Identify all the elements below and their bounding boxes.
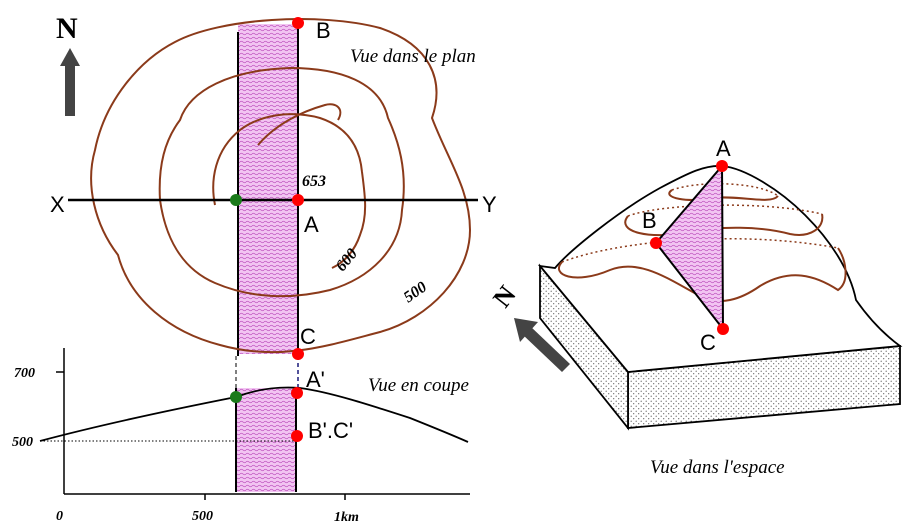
- point-a: [292, 194, 304, 206]
- label-c-3d: C: [700, 330, 716, 355]
- plan-title: Vue dans le plan: [350, 46, 476, 67]
- point-c-3d: [717, 323, 729, 335]
- contour-600: [158, 66, 405, 298]
- point-green-plan: [230, 194, 242, 206]
- plan-view: B A C X Y 653 600 500 Vue dans le plan N: [50, 12, 497, 395]
- x-tick-500: 500: [192, 509, 213, 522]
- triangle-abc: [654, 163, 725, 332]
- arrow-diagonal-icon-head: [514, 318, 538, 342]
- section-view: A' B'.C' Vue en coupe 700 500 0 500 1km: [12, 348, 470, 522]
- label-x: X: [50, 192, 65, 217]
- space-title: Vue dans l'espace: [650, 457, 785, 478]
- arrow-up-icon-head: [60, 48, 80, 66]
- label-a: A: [304, 212, 319, 237]
- section-title: Vue en coupe: [368, 375, 469, 396]
- contour-3d-ellipse-1: [671, 183, 779, 197]
- space-view: A B C Vue dans l'espace N: [487, 136, 903, 478]
- topographic-profile: [39, 386, 469, 443]
- point-a-3d: [716, 160, 728, 172]
- y-tick-500: 500: [12, 435, 33, 450]
- contour-500: [90, 18, 472, 354]
- y-tick-700: 700: [14, 366, 35, 381]
- point-green-section: [230, 391, 242, 403]
- point-a-prime: [291, 387, 303, 399]
- arrow-up-icon: [65, 64, 75, 116]
- point-b-3d: [650, 237, 662, 249]
- plan-outcrop-band: [238, 24, 298, 354]
- label-b-3d: B: [642, 208, 657, 233]
- x-tick-1km: 1km: [334, 510, 359, 522]
- north-label-3d: N: [487, 280, 522, 313]
- arrow-diagonal-icon: [522, 326, 570, 372]
- contour-653-top: [257, 103, 342, 146]
- contour-label-653: 653: [302, 173, 326, 190]
- x-tick-0: 0: [56, 509, 63, 522]
- section-band: [236, 388, 296, 492]
- label-b: B: [316, 18, 331, 43]
- contour-3d-solid-2: [624, 213, 824, 237]
- point-c: [292, 348, 304, 360]
- contour-653-inner: [212, 113, 367, 269]
- contour-label-600: 600: [333, 245, 361, 274]
- label-bc-prime: B'.C': [308, 418, 353, 443]
- north-label: N: [56, 12, 78, 45]
- point-bc-prime: [291, 430, 303, 442]
- north-arrow: N: [56, 12, 80, 116]
- point-b: [292, 17, 304, 29]
- label-a-3d: A: [716, 136, 731, 161]
- label-c: C: [300, 324, 316, 349]
- contour-label-500: 500: [401, 279, 430, 307]
- label-y: Y: [482, 192, 497, 217]
- label-a-prime: A': [306, 367, 325, 392]
